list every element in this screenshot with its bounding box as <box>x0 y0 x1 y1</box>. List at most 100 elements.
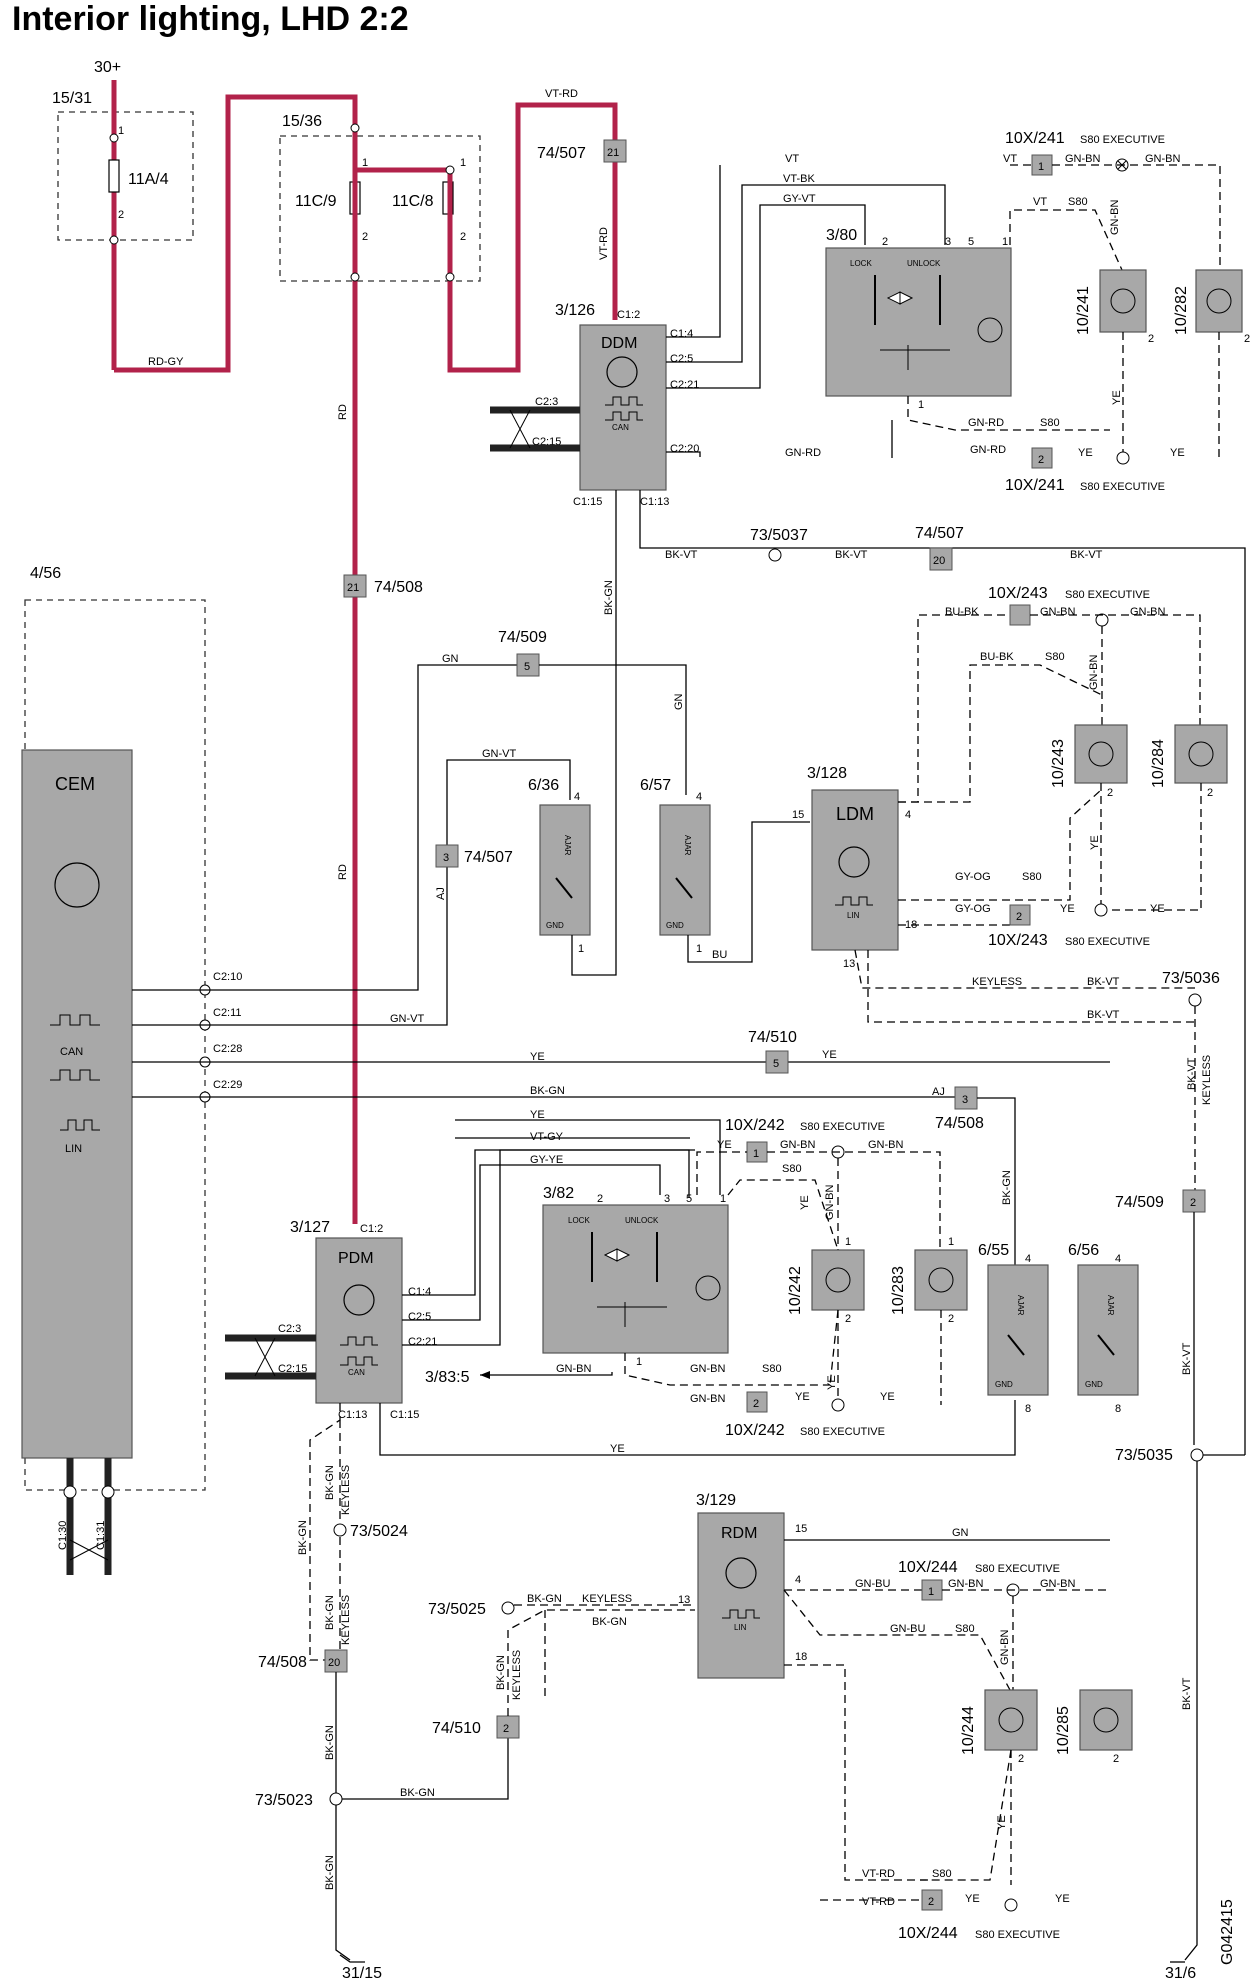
svg-text:10X/241: 10X/241 <box>1005 130 1065 147</box>
pdm-module: 3/127 C1:2 PDM CAN C1:4 C2:5 C2:21 C2:3 … <box>225 1219 437 1421</box>
svg-text:BK-GN: BK-GN <box>592 1616 627 1628</box>
svg-text:BK-VT: BK-VT <box>1087 976 1120 988</box>
svg-text:S80 EXECUTIVE: S80 EXECUTIVE <box>1065 589 1150 601</box>
svg-text:C2:5: C2:5 <box>408 1311 431 1323</box>
connector-74-510-bottom: 2 74/510 <box>432 1715 520 1739</box>
svg-text:4: 4 <box>905 809 911 821</box>
cem-module: 4/56 CEM CAN LIN C1:30 C1:31 <box>21 565 206 1575</box>
svg-text:15: 15 <box>795 1523 807 1535</box>
svg-text:18: 18 <box>795 1651 807 1663</box>
svg-text:2: 2 <box>928 1896 934 1908</box>
svg-text:2: 2 <box>597 1193 603 1205</box>
svg-text:2: 2 <box>882 236 888 248</box>
svg-text:15: 15 <box>792 809 804 821</box>
svg-text:BK-VT: BK-VT <box>1181 1342 1193 1375</box>
connector-10x-243-bottom: 2 YE YE 10X/243 S80 EXECUTIVE <box>988 903 1165 949</box>
svg-text:GND: GND <box>995 1380 1013 1389</box>
svg-text:2: 2 <box>1190 1197 1196 1209</box>
connector-10x-242-bottom: 2 YE YE 10X/242 S80 EXECUTIVE <box>725 1391 895 1439</box>
svg-text:73/5035: 73/5035 <box>1115 1447 1173 1464</box>
svg-text:2: 2 <box>503 1723 509 1735</box>
svg-text:VT: VT <box>1033 196 1047 208</box>
svg-text:11A/4: 11A/4 <box>128 171 169 188</box>
door-lock-3-82: 3/82 LOCK UNLOCK 2 3 5 1 1 <box>542 1185 729 1368</box>
svg-text:1: 1 <box>918 399 924 411</box>
svg-text:YE: YE <box>1170 447 1185 459</box>
svg-text:BK-VT: BK-VT <box>835 549 868 561</box>
svg-text:74/509: 74/509 <box>1115 1194 1164 1211</box>
svg-text:YE: YE <box>1089 835 1101 850</box>
svg-text:S80: S80 <box>932 1868 952 1880</box>
svg-text:5: 5 <box>773 1058 779 1070</box>
svg-text:YE: YE <box>965 1893 980 1905</box>
svg-text:5: 5 <box>524 661 530 673</box>
svg-text:10/242: 10/242 <box>787 1266 804 1315</box>
svg-text:4: 4 <box>574 791 580 803</box>
ddm-module: 3/126 C1:2 DDM CAN C1:4 C2:5 C2:21 C2:3 … <box>490 302 699 508</box>
connector-10x-242: 10X/242 S80 EXECUTIVE 1 YE GN-BN GN-BN S… <box>717 1117 904 1175</box>
svg-text:LDM: LDM <box>836 804 874 824</box>
svg-text:3/128: 3/128 <box>807 765 847 782</box>
svg-text:BK-GN: BK-GN <box>1001 1170 1013 1205</box>
svg-text:KEYLESS: KEYLESS <box>511 1650 523 1700</box>
svg-text:YE: YE <box>610 1443 625 1455</box>
svg-text:4: 4 <box>795 1574 801 1586</box>
svg-text:1: 1 <box>845 1236 851 1248</box>
svg-text:CEM: CEM <box>55 774 95 794</box>
svg-text:2: 2 <box>460 231 466 243</box>
svg-text:5: 5 <box>968 236 974 248</box>
svg-text:KEYLESS: KEYLESS <box>340 1595 352 1645</box>
svg-text:YE: YE <box>717 1139 732 1151</box>
svg-text:S80 EXECUTIVE: S80 EXECUTIVE <box>1065 936 1150 948</box>
svg-text:DDM: DDM <box>601 335 637 352</box>
svg-text:74/508: 74/508 <box>258 1654 307 1671</box>
svg-text:YE: YE <box>1060 903 1075 915</box>
svg-text:4: 4 <box>1115 1253 1121 1265</box>
svg-text:VT-RD: VT-RD <box>545 88 578 100</box>
svg-text:2: 2 <box>1018 1753 1024 1765</box>
svg-text:1: 1 <box>578 943 584 955</box>
svg-text:S80: S80 <box>1022 871 1042 883</box>
svg-text:GN-BU: GN-BU <box>855 1578 891 1590</box>
svg-text:YE: YE <box>826 1375 838 1390</box>
svg-text:YE: YE <box>1150 903 1165 915</box>
splice-73-5024: 73/5024 <box>333 1523 408 1540</box>
svg-text:74/508: 74/508 <box>374 579 423 596</box>
svg-text:C1:30: C1:30 <box>57 1521 69 1550</box>
svg-text:CAN: CAN <box>348 1368 365 1377</box>
ground-31-15: 31/15 <box>339 1954 382 1980</box>
svg-text:AJAR: AJAR <box>683 835 692 856</box>
svg-text:74/510: 74/510 <box>432 1720 481 1737</box>
svg-text:GN-BN: GN-BN <box>1088 655 1100 691</box>
svg-text:YE: YE <box>880 1391 895 1403</box>
svg-text:GN: GN <box>673 693 685 710</box>
svg-text:6/36: 6/36 <box>528 777 559 794</box>
svg-text:GN-BN: GN-BN <box>868 1139 904 1151</box>
svg-text:BK-GN: BK-GN <box>297 1520 309 1555</box>
svg-text:CAN: CAN <box>612 423 629 432</box>
svg-text:6/55: 6/55 <box>978 1242 1009 1259</box>
svg-text:1: 1 <box>720 1193 726 1205</box>
svg-text:BK-GN: BK-GN <box>527 1593 562 1605</box>
svg-text:UNLOCK: UNLOCK <box>625 1216 659 1225</box>
svg-text:2: 2 <box>118 209 124 221</box>
svg-text:20: 20 <box>328 1657 340 1669</box>
svg-text:CAN: CAN <box>60 1046 83 1058</box>
svg-text:2: 2 <box>1113 1753 1119 1765</box>
svg-text:10X/241: 10X/241 <box>1005 477 1065 494</box>
svg-text:GN-BN: GN-BN <box>1040 606 1076 618</box>
switch-6-36: 6/36 AJAR GND 4 1 <box>528 777 591 955</box>
svg-text:GN-RD: GN-RD <box>785 447 821 459</box>
svg-text:3: 3 <box>664 1193 670 1205</box>
svg-text:BK-GN: BK-GN <box>530 1085 565 1097</box>
svg-text:C2:11: C2:11 <box>213 1007 242 1019</box>
svg-text:VT-BK: VT-BK <box>783 173 815 185</box>
svg-text:S80 EXECUTIVE: S80 EXECUTIVE <box>800 1121 885 1133</box>
connector-74-508-bottom: 20 74/508 <box>258 1649 348 1673</box>
svg-text:10/285: 10/285 <box>1055 1706 1072 1755</box>
cem-pins: C2:10 C2:11 C2:28 C2:29 <box>199 971 242 1103</box>
svg-text:RD: RD <box>337 404 349 420</box>
svg-text:21: 21 <box>347 582 359 594</box>
svg-text:1: 1 <box>1038 161 1044 173</box>
svg-text:10/243: 10/243 <box>1050 739 1067 788</box>
